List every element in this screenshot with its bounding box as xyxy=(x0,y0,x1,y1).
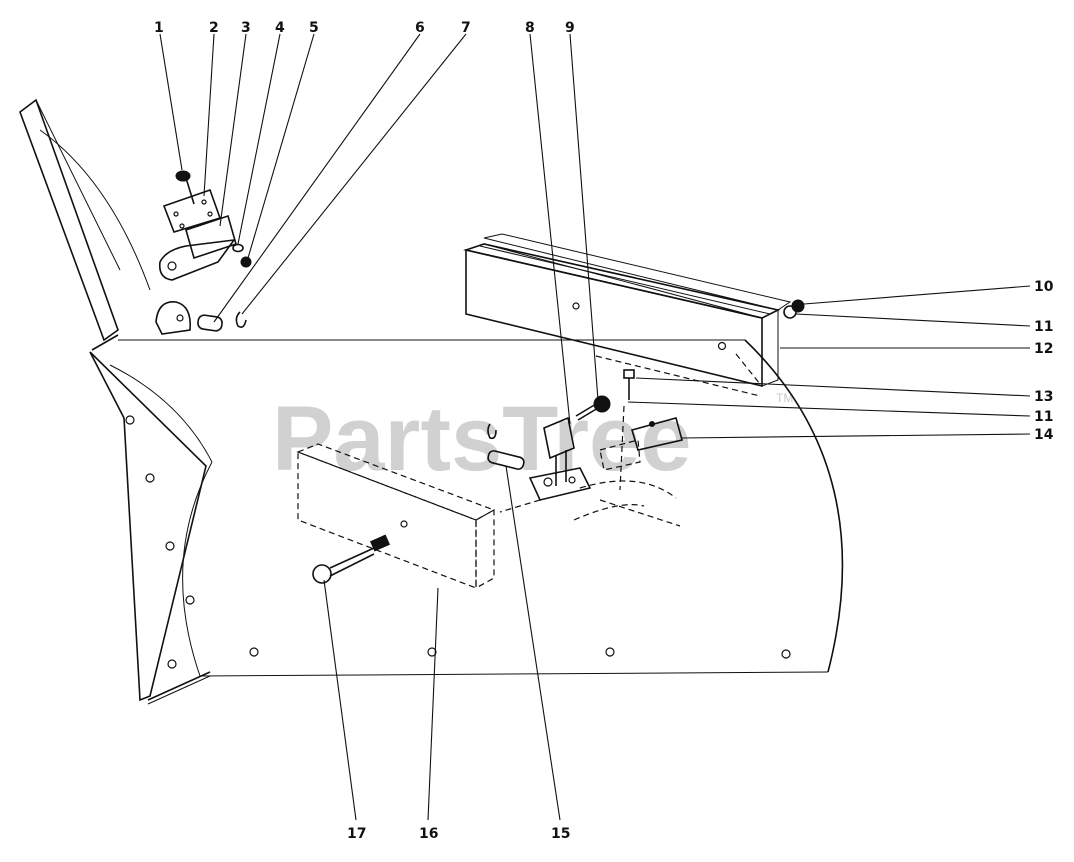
callout-6: 6 xyxy=(415,20,425,36)
callout-8: 8 xyxy=(525,20,535,36)
watermark-tm: TM xyxy=(776,391,793,405)
callout-12: 12 xyxy=(1034,341,1053,357)
callout-16: 16 xyxy=(419,826,438,842)
hinge-bracket-assembly xyxy=(155,170,252,335)
leader-lines xyxy=(159,33,1031,821)
callout-13: 13 xyxy=(1034,389,1053,405)
callout-5: 5 xyxy=(309,20,319,36)
callout-14: 14 xyxy=(1034,427,1054,443)
callout-7: 7 xyxy=(461,20,471,36)
callout-2: 2 xyxy=(209,20,219,36)
rubber-pad-assembly xyxy=(296,443,496,590)
callout-11-lower: 11 xyxy=(1034,409,1053,425)
callout-15: 15 xyxy=(551,826,570,842)
left-end-plate xyxy=(19,98,151,342)
pin-and-clip xyxy=(197,311,247,332)
callout-1: 1 xyxy=(154,20,164,36)
watermark: PartsTree xyxy=(272,388,691,490)
callout-4: 4 xyxy=(275,20,285,36)
callout-11-upper: 11 xyxy=(1034,319,1053,335)
skid-shoe-assembly xyxy=(463,233,805,388)
callout-10: 10 xyxy=(1034,279,1054,295)
callout-3: 3 xyxy=(241,20,251,36)
callout-labels: 1 2 3 4 5 6 7 8 9 10 11 12 13 11 14 15 1… xyxy=(154,20,1054,842)
callout-9: 9 xyxy=(565,20,575,36)
callout-17: 17 xyxy=(347,826,366,842)
